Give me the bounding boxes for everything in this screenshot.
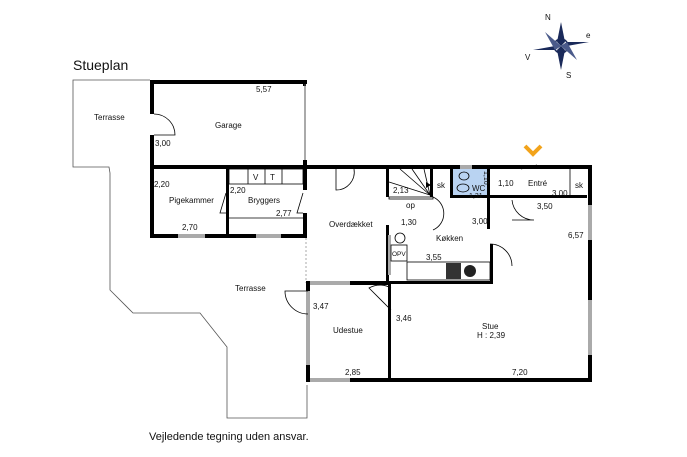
dim: 3,46	[396, 314, 412, 323]
label-opv: OPV	[392, 251, 406, 258]
dim: 1,30	[401, 218, 417, 227]
dim: 2,20	[154, 180, 170, 189]
label-v: V	[253, 173, 259, 182]
dim: 2,13	[393, 186, 409, 195]
terrasse-outline	[72, 79, 308, 419]
dim: 3,00	[552, 189, 568, 198]
walls	[150, 80, 592, 382]
dim: 3,50	[537, 202, 553, 211]
sink-icon	[458, 171, 470, 181]
label-entre: Entré	[528, 179, 548, 188]
dim: 3,55	[426, 253, 442, 262]
dimension-labels: 5,57 3,00 2,20 2,70 2,20 2,77 2,13 1,30 …	[154, 85, 584, 377]
compass-v: V	[525, 53, 531, 62]
compass-rose-icon: N e V S	[525, 13, 591, 80]
room-labels: Terrasse Garage Pigekammer Bryggers Over…	[94, 113, 584, 340]
label-bryggers: Bryggers	[248, 196, 280, 205]
kitchen-fixtures	[390, 169, 571, 281]
label-sk: sk	[437, 181, 446, 190]
entrance-arrow-icon	[523, 144, 543, 157]
dim: 1,10	[498, 179, 514, 188]
dim: 6,57	[568, 231, 584, 240]
dim: 3,47	[313, 302, 329, 311]
label-stue: Stue	[482, 322, 499, 331]
windows	[178, 165, 592, 382]
label-sk-2: sk	[575, 181, 584, 190]
dim: 3,00	[155, 139, 171, 148]
compass-s: S	[566, 71, 571, 80]
label-koekken: Køkken	[436, 234, 463, 243]
label-garage: Garage	[215, 121, 242, 130]
label-wc: WC	[472, 184, 486, 193]
dim: 1,31	[469, 193, 483, 200]
bryggers-cabinets: V T	[219, 168, 304, 219]
toilet-icon	[456, 183, 470, 193]
disclaimer: Vejledende tegning uden ansvar.	[149, 431, 309, 443]
dim: 3,00	[472, 217, 488, 226]
label-pigekammer: Pigekammer	[169, 196, 214, 205]
label-stue-height: H : 2,39	[477, 331, 506, 340]
label-terrasse-2: Terrasse	[235, 284, 266, 293]
dim: 2,85	[345, 368, 361, 377]
doors	[153, 113, 538, 315]
dim: 1,10	[482, 171, 489, 185]
dim: 2,77	[276, 209, 292, 218]
staircase	[388, 168, 434, 200]
dim: 7,20	[512, 368, 528, 377]
label-overdaekket: Overdækket	[329, 220, 373, 229]
dim: 5,57	[256, 85, 272, 94]
dim: 2,70	[182, 223, 198, 232]
label-op: op	[406, 201, 415, 210]
compass-n: N	[545, 13, 551, 22]
plan-title: Stueplan	[73, 57, 128, 73]
label-terrasse: Terrasse	[94, 113, 125, 122]
dim: 2,20	[230, 186, 246, 195]
label-udestue: Udestue	[333, 326, 363, 335]
compass-e: e	[586, 31, 591, 40]
label-t: T	[270, 173, 275, 182]
